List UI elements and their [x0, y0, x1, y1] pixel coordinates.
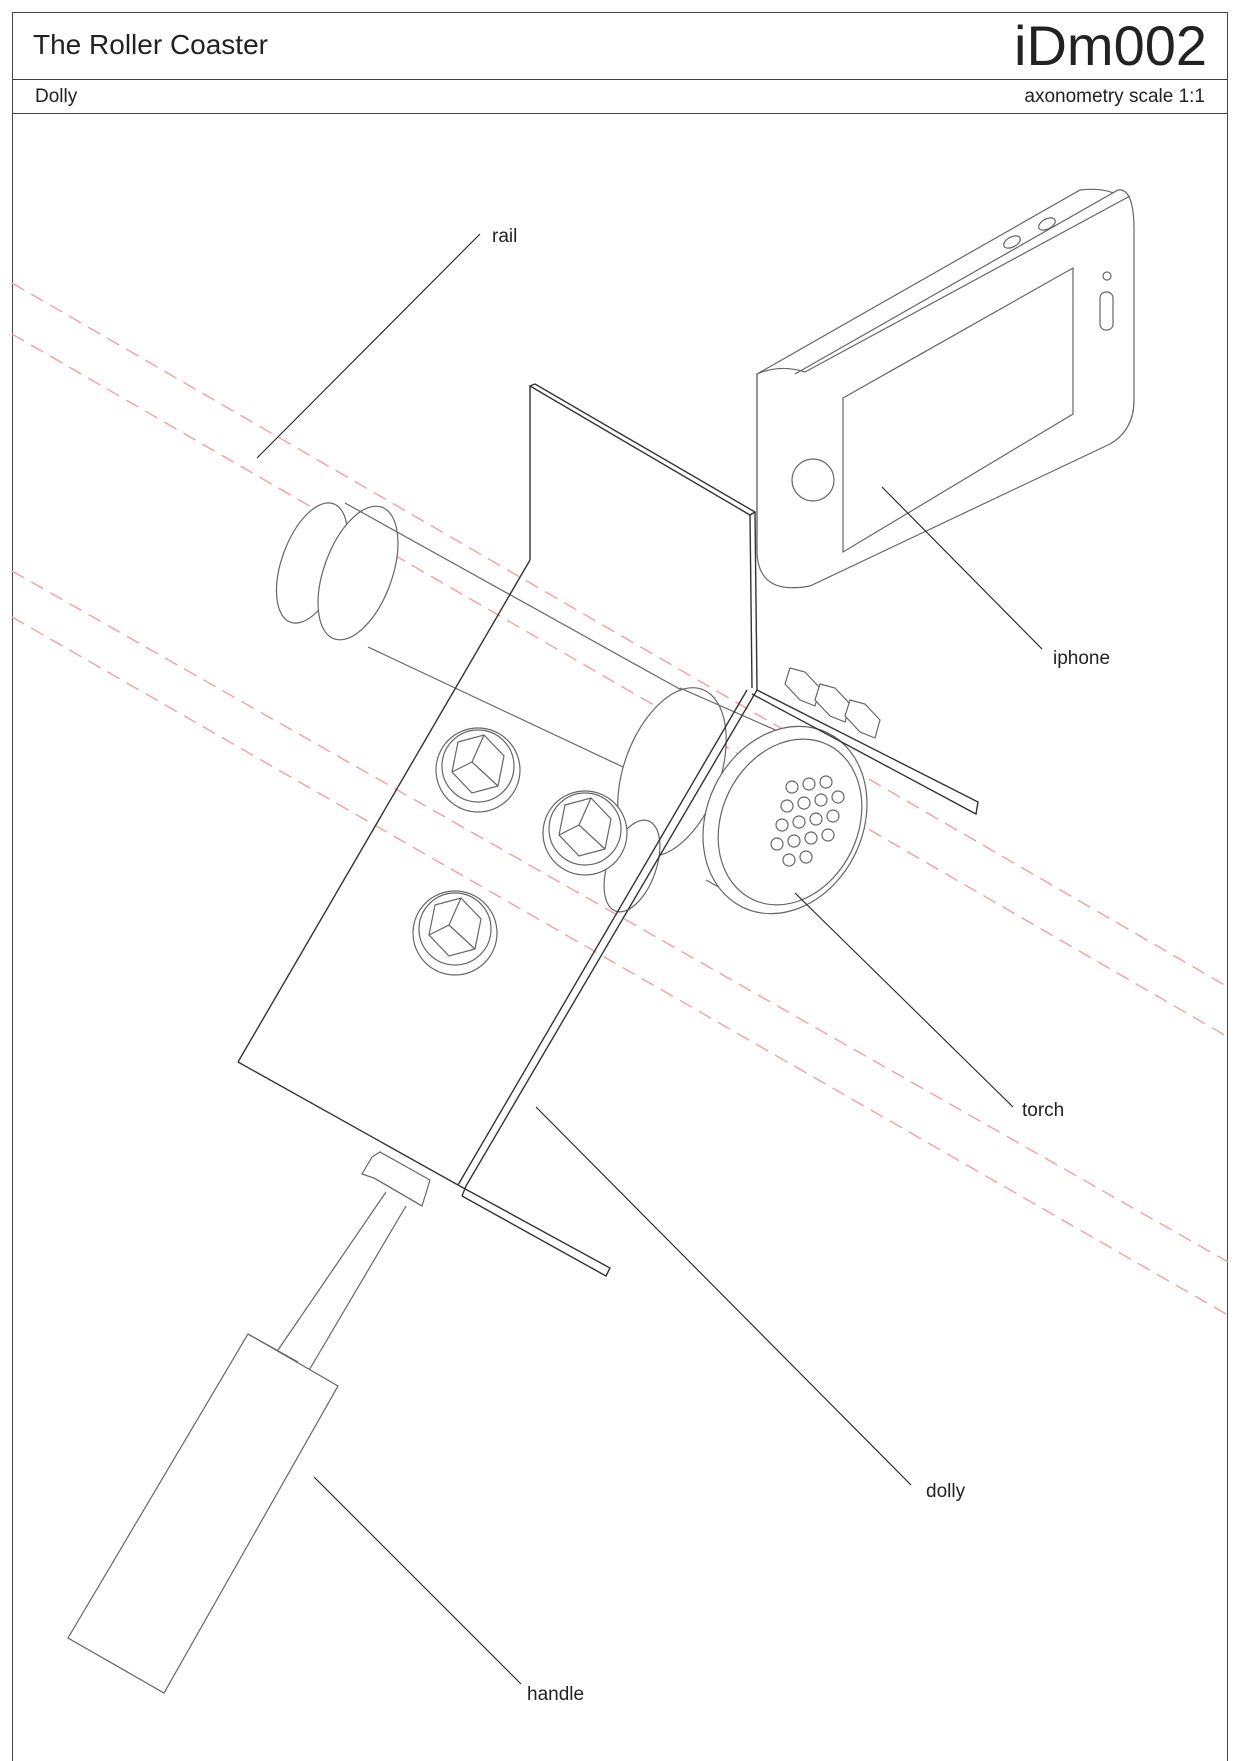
iphone-label: iphone	[1053, 648, 1110, 669]
rail-dashed-lines	[11, 282, 1229, 1316]
drawing-sheet: The Roller Coaster iDm002 Dolly axonomet…	[12, 12, 1228, 1761]
torch-leader	[794, 892, 1014, 1108]
hex-bolt	[542, 790, 628, 876]
drawing-scale: axonometry scale 1:1	[1024, 86, 1205, 107]
rail-label: rail	[492, 226, 517, 247]
top-nuts	[784, 667, 881, 739]
dolly-bracket	[237, 383, 979, 1277]
torch	[603, 687, 868, 915]
drawing-title: The Roller Coaster	[33, 29, 268, 60]
iphone-leader	[881, 486, 1043, 650]
title-block-row: The Roller Coaster iDm002	[13, 13, 1227, 80]
handle-leader	[313, 1476, 522, 1685]
torch-label: torch	[1022, 1100, 1064, 1121]
hex-bolt	[435, 727, 521, 813]
torch-led-array	[770, 775, 845, 867]
drawing-subtitle: Dolly	[35, 86, 78, 107]
drawing-code: iDm002	[1014, 14, 1207, 77]
dolly-leader	[535, 1106, 912, 1486]
iphone	[756, 188, 1135, 589]
dolly-label: dolly	[926, 1481, 966, 1502]
rail-leader	[256, 233, 481, 459]
handle	[67, 1151, 431, 1694]
handle-label: handle	[527, 1684, 584, 1705]
hex-bolt	[412, 890, 498, 976]
rail-cylinder	[275, 502, 713, 776]
subtitle-block-row: Dolly axonometry scale 1:1	[13, 80, 1227, 114]
leader-lines	[256, 233, 1043, 1685]
hex-bolts	[412, 727, 628, 976]
